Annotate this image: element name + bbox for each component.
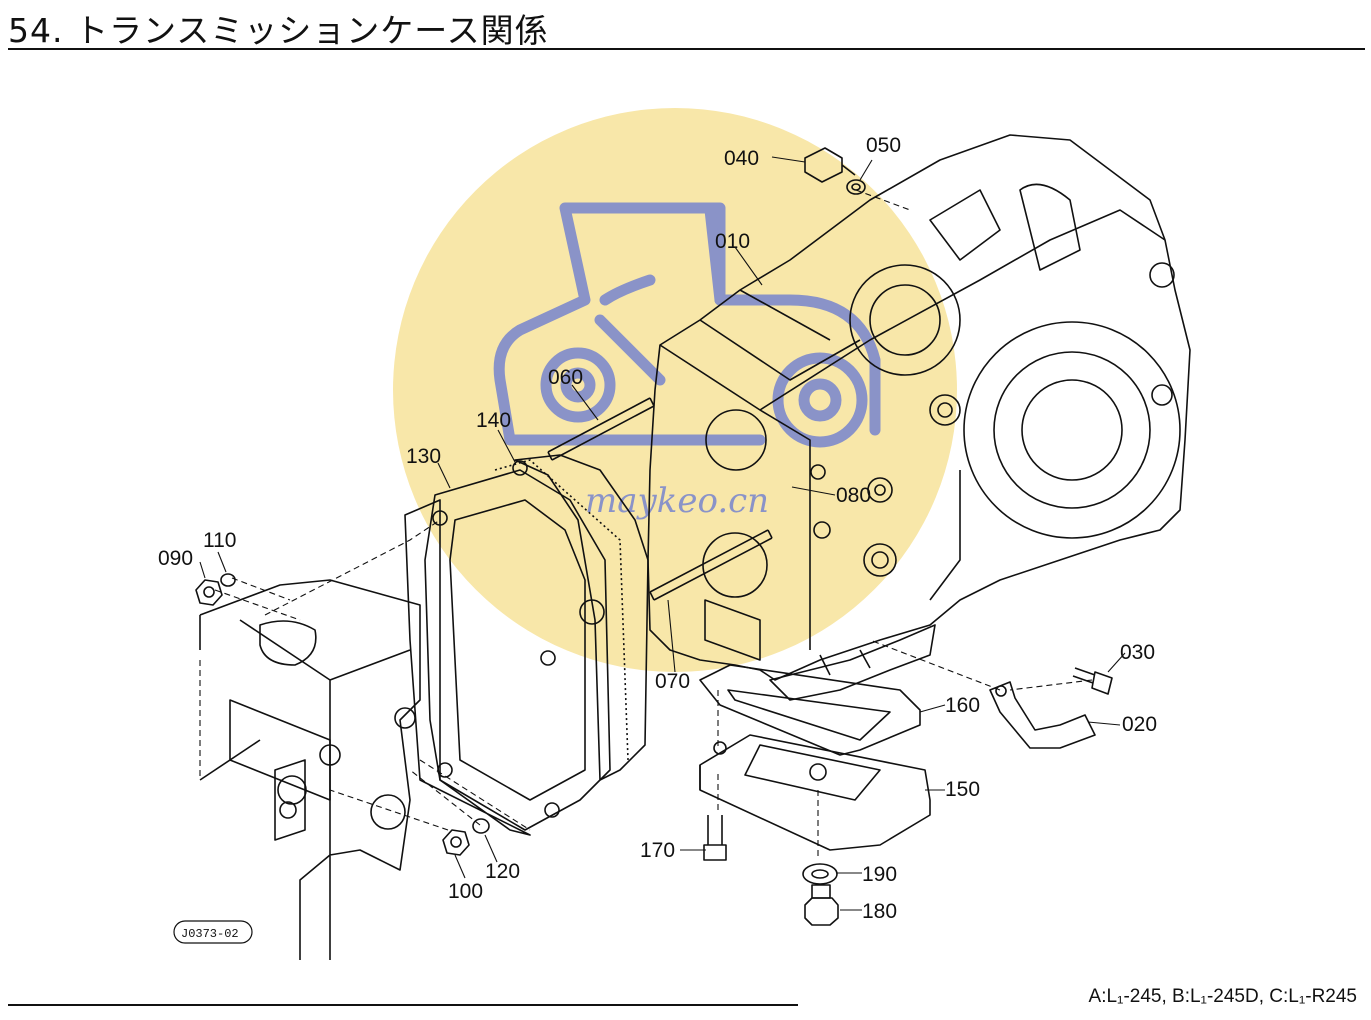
leader-lines [199,156,1126,911]
part-label-170: 170 [640,839,675,862]
gasket-160 [699,664,921,756]
part-label-160: 160 [945,694,980,717]
part-label-110: 110 [203,529,236,552]
part-label-020: 020 [1122,713,1157,736]
plug-180 [804,884,839,926]
transmission-case [647,134,1191,681]
bracket-020 [989,681,1096,749]
part-label-060: 060 [548,366,583,389]
washer-110 [220,573,236,587]
part-label-130: 130 [406,445,441,468]
bolt-030 [1072,667,1113,695]
watermark-tractor-icon [493,202,881,448]
part-label-030: 030 [1120,641,1155,664]
footer-rule [8,1004,798,1006]
case-bottom-flange [769,624,936,701]
cover-150 [699,734,931,851]
page-title: 54. トランスミッションケース関係 [8,11,549,50]
part-label-100: 100 [448,880,483,903]
part-label-120: 120 [485,860,520,883]
part-label-050: 050 [866,134,901,157]
part-label-080: 080 [836,484,871,507]
stud-bolt-060 [547,397,655,461]
watermark-circle [393,108,957,672]
part-label-090: 090 [158,547,193,570]
bolt-040 [804,147,856,183]
part-label-150: 150 [945,778,980,801]
nut-100 [442,829,470,856]
part-label-180: 180 [862,900,897,923]
model-note: A:L₁-245, B:L₁-245D, C:L₁-R245 [1088,986,1357,1007]
part-label-010: 010 [715,230,750,253]
bolt-170 [703,815,727,861]
washer-120 [472,818,490,834]
drawing-code-box [173,920,253,944]
watermark-text: maykeo.cn [585,481,769,521]
cover-130 [424,469,611,831]
nut-090 [195,579,223,606]
part-label-070: 070 [655,670,690,693]
drawing-code: J0373-02 [181,927,239,941]
washer-190 [802,863,838,885]
stud-bolt-070 [649,529,773,601]
part-label-040: 040 [724,147,759,170]
part-label-190: 190 [862,863,897,886]
part-label-140: 140 [476,409,511,432]
title-underline [8,48,1365,50]
clutch-housing [199,579,421,960]
line-art [195,134,1191,960]
gasket-140 [514,454,649,781]
